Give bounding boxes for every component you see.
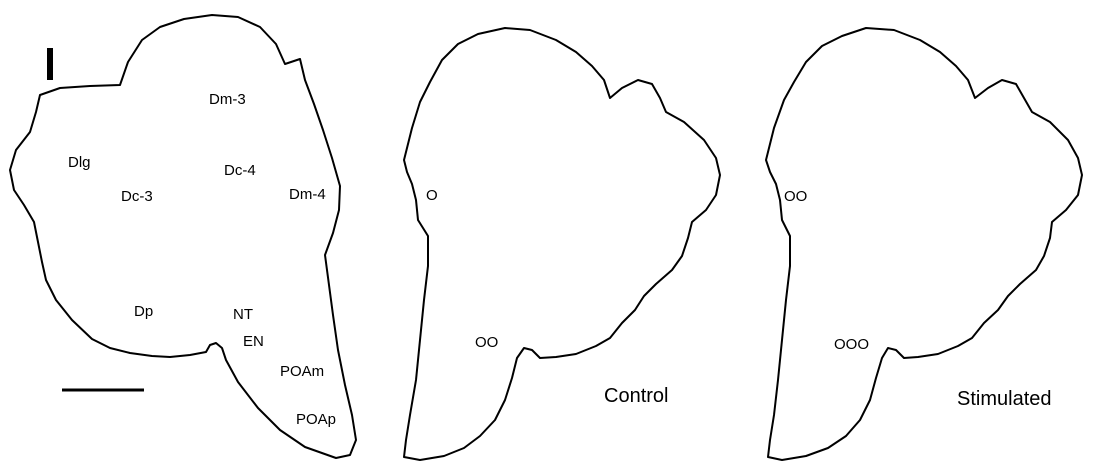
region-label-dp: Dp (134, 303, 153, 320)
region-label-dm3: Dm-3 (209, 91, 246, 108)
region-label-poam: POAm (280, 363, 324, 380)
section-control-outline (404, 28, 720, 460)
stimulated-marker-dorsal: OO (784, 188, 807, 205)
control-marker-dorsal: O (426, 187, 438, 204)
control-title: Control (604, 385, 668, 407)
region-label-poap: POAp (296, 411, 336, 428)
region-label-dc3: Dc-3 (121, 188, 153, 205)
region-label-dlg: Dlg (68, 154, 91, 171)
region-label-dc4: Dc-4 (224, 162, 256, 179)
stimulated-title: Stimulated (957, 388, 1052, 410)
region-label-dm4: Dm-4 (289, 186, 326, 203)
section-annotated: Dm-3 Dlg Dc-4 Dc-3 Dm-4 Dp NT EN POAm PO… (10, 15, 356, 458)
section-control: O OO Control (404, 28, 720, 460)
region-label-en: EN (243, 333, 264, 350)
control-marker-ventral: OO (475, 334, 498, 351)
stimulated-marker-ventral: OOO (834, 336, 869, 353)
section-annotated-outline (10, 15, 356, 458)
section-stimulated: OO OOO Stimulated (766, 28, 1082, 460)
region-label-nt: NT (233, 306, 253, 323)
